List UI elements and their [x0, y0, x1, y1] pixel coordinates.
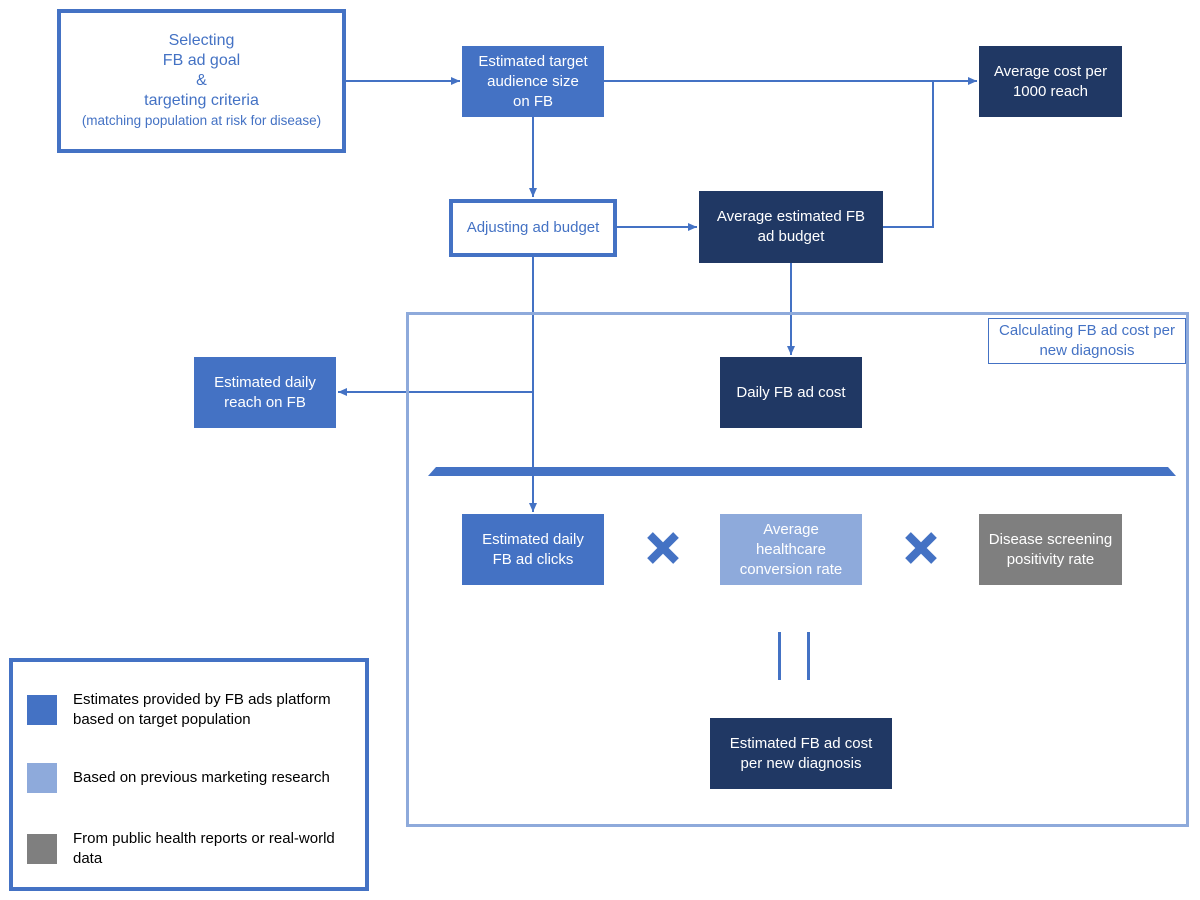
legend-swatch-light: [27, 763, 57, 793]
adjusting-budget-node: Adjusting ad budget: [449, 199, 617, 257]
multiply-sign-2: [905, 532, 937, 564]
multiply-sign-1: [647, 532, 679, 564]
legend-swatch-mid: [27, 695, 57, 725]
calculation-region: [406, 312, 1189, 827]
selecting-note: (matching population at risk for disease…: [81, 113, 322, 128]
legend-text: Estimates provided by FB ads platform ba…: [73, 691, 331, 728]
selecting-line-2: FB ad goal: [162, 52, 241, 69]
daily-reach-node: Estimated daily reach on FB: [194, 357, 336, 428]
legend-item-marketing: Based on previous marketing research: [27, 763, 373, 793]
legend: Estimates provided by FB ads platform ba…: [9, 658, 369, 891]
selecting-line-1: Selecting: [168, 32, 235, 49]
legend-swatch-gray: [27, 834, 57, 864]
cost-per-reach-node: Average cost per 1000 reach: [979, 46, 1122, 117]
selecting-ad-goal-node: Selecting FB ad goal & targeting criteri…: [57, 9, 346, 153]
daily-clicks-node: Estimated daily FB ad clicks: [462, 514, 604, 585]
legend-text: Based on previous marketing research: [73, 769, 330, 786]
positivity-rate-node: Disease screening positivity rate: [979, 514, 1122, 585]
conversion-rate-node: Average healthcare conversion rate: [720, 514, 862, 585]
avg-budget-node: Average estimated FB ad budget: [699, 191, 883, 263]
daily-cost-node: Daily FB ad cost: [720, 357, 862, 428]
region-label: Calculating FB ad cost per new diagnosis: [988, 318, 1186, 364]
legend-item-platform: Estimates provided by FB ads platform ba…: [27, 690, 373, 730]
cost-per-diagnosis-node: Estimated FB ad cost per new diagnosis: [710, 718, 892, 789]
selecting-line-4: targeting criteria: [144, 92, 259, 109]
equals-sign: [778, 632, 810, 680]
link-avg-budget-to-cost-per-reach: [883, 81, 934, 228]
selecting-line-3: &: [196, 72, 207, 89]
audience-size-node: Estimated target audience size on FB: [462, 46, 604, 117]
legend-text: From public health reports or real-world…: [73, 830, 335, 867]
legend-item-public-health: From public health reports or real-world…: [27, 829, 373, 869]
fraction-bar: [428, 467, 1176, 476]
